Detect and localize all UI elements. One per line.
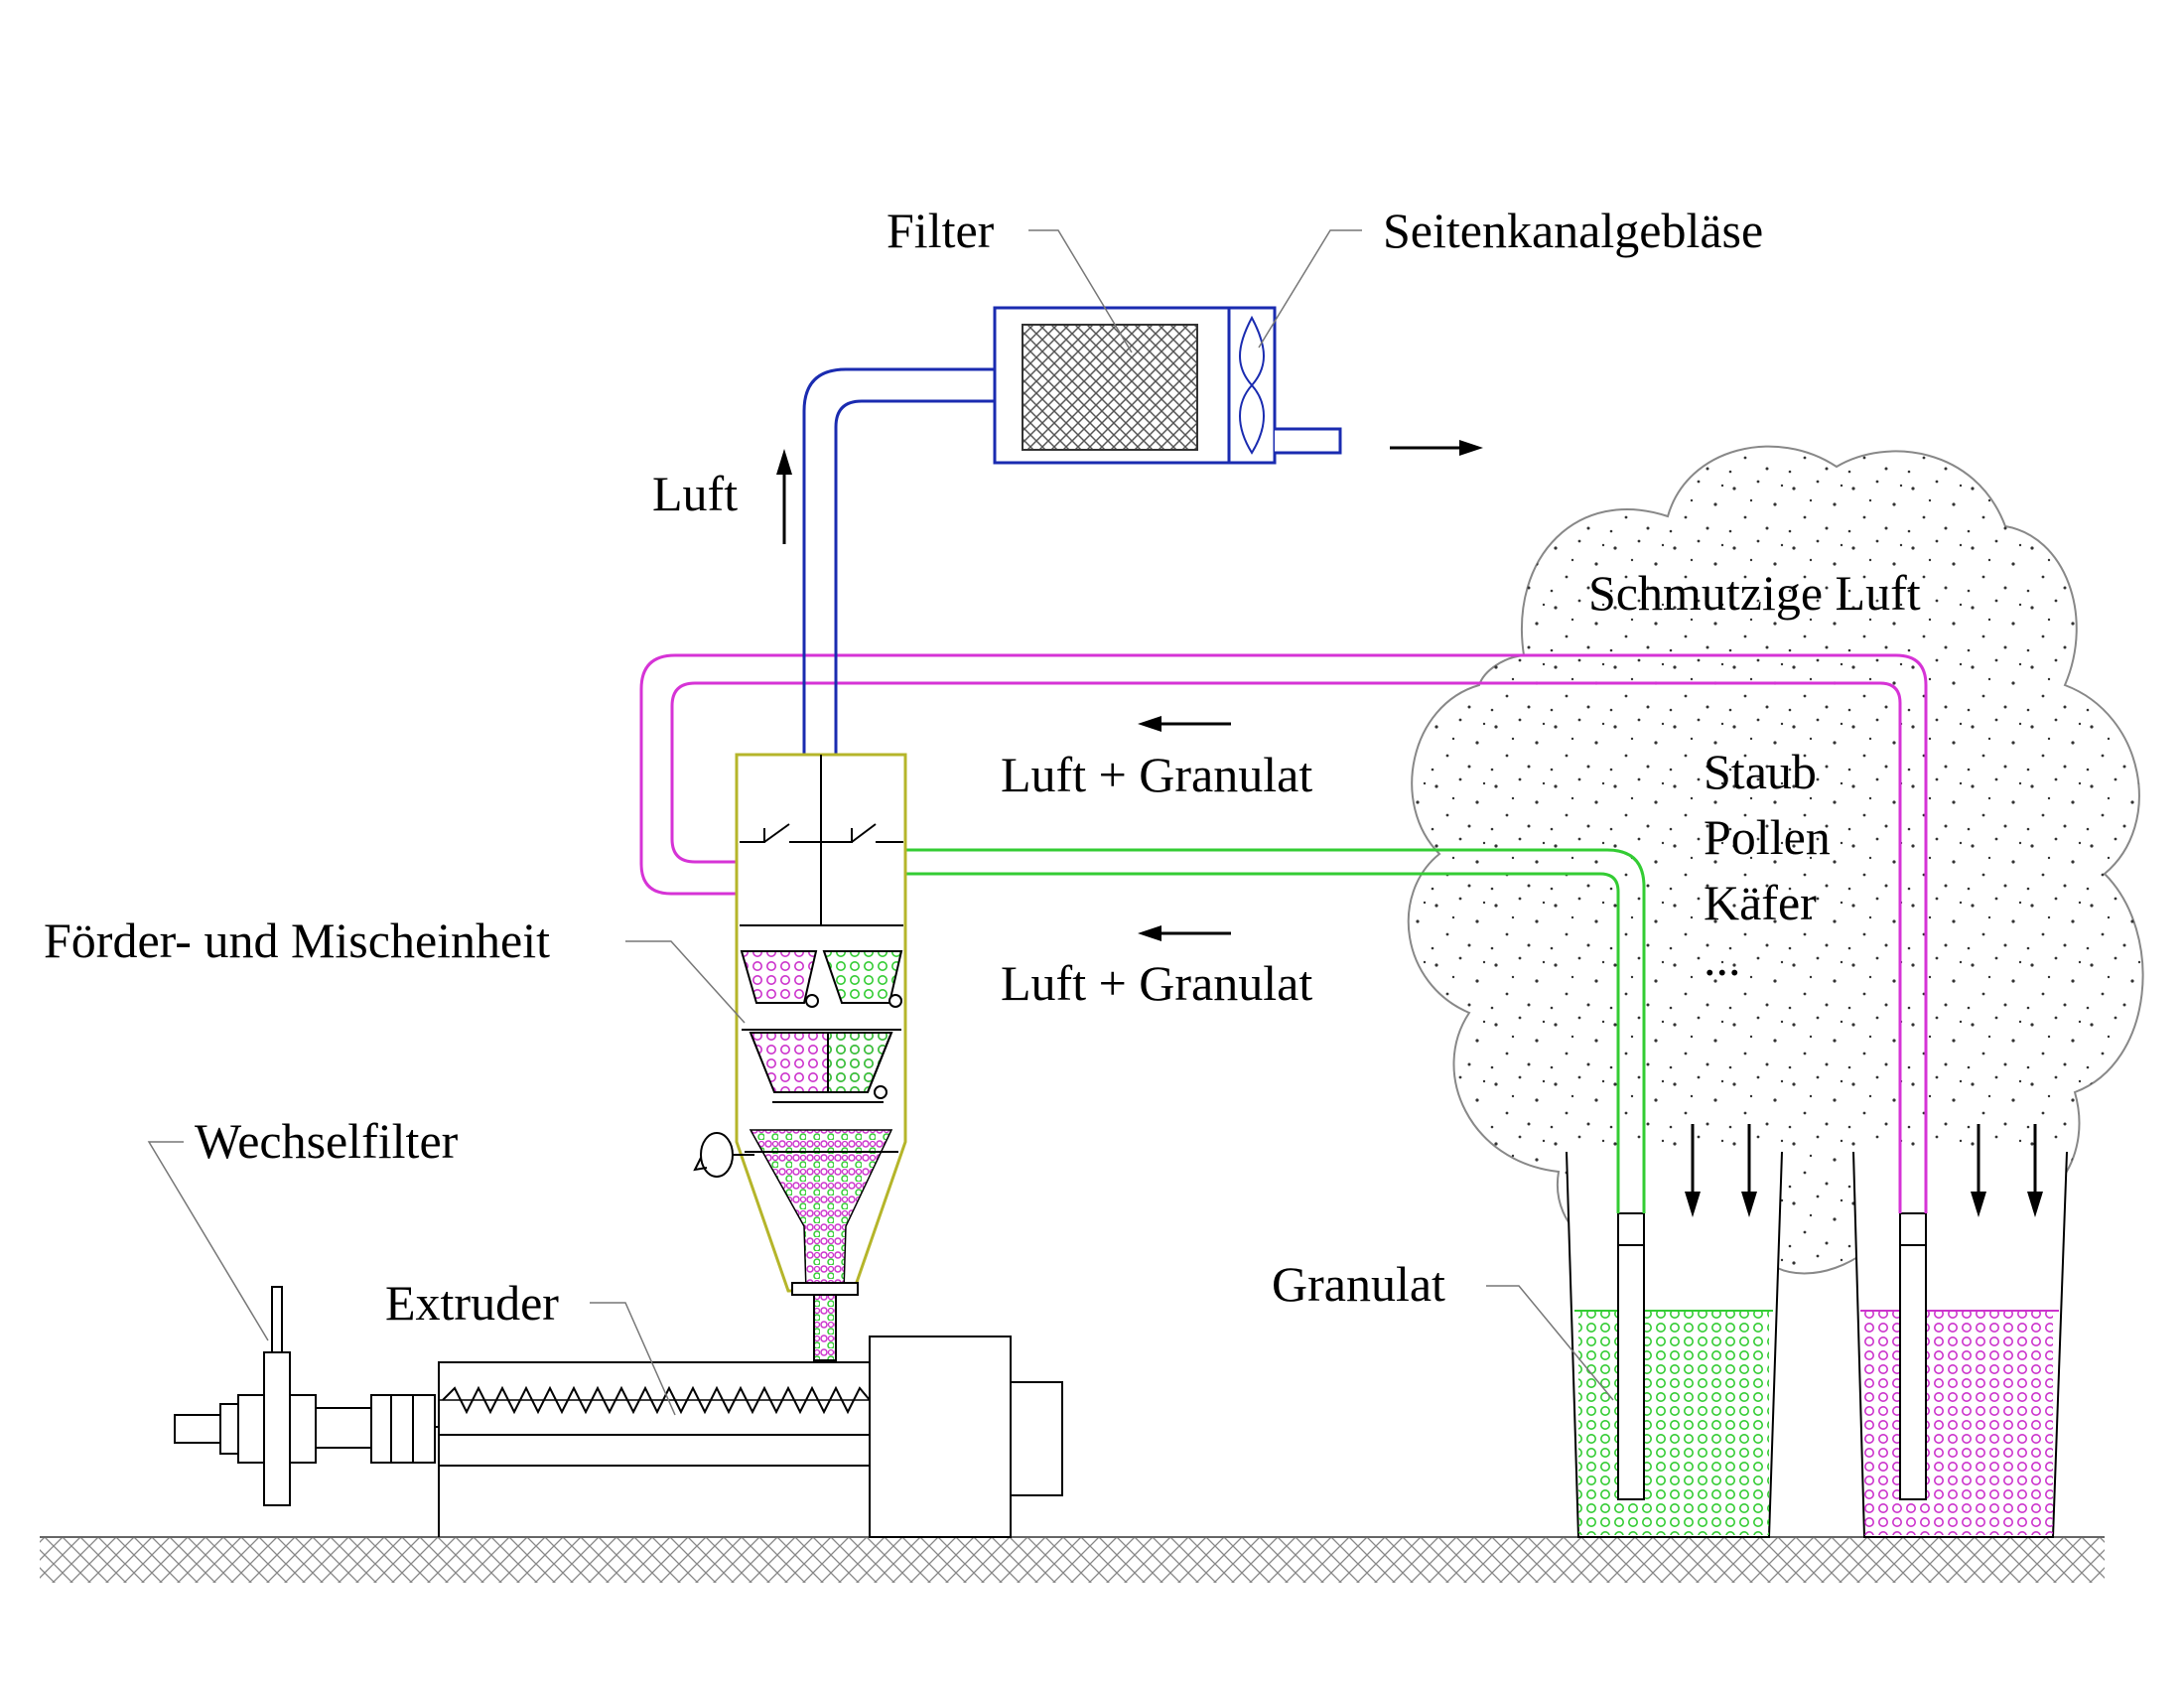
arrow-down-icon [2027,1124,2043,1217]
magenta-conveying-pipe [639,653,1928,1213]
arrow-right-icon [1390,440,1483,456]
rotation-icon [693,1132,754,1178]
arrow-left-icon [1138,716,1231,732]
air-granulate-top-label: Luft + Granulat [1001,747,1313,802]
contaminant-more: ... [1704,930,1741,986]
dirty-air-cloud [1407,445,2144,1275]
blower-label: Seitenkanalgebläse [1383,203,1764,258]
arrow-down-icon [1741,1124,1757,1217]
ground [40,1536,2105,1583]
air-pipe [802,367,995,755]
arrow-left-icon [1138,925,1231,941]
green-suction-lance [1617,1212,1645,1500]
extruder-screw [442,1385,871,1415]
granulate-label: Granulat [1272,1256,1445,1312]
extruder-label: Extruder [385,1275,559,1331]
magenta-suction-lance [1899,1212,1927,1500]
dirty-air-label: Schmutzige Luft [1588,565,1921,621]
conveying-unit-label: Förder- und Mischeinheit [44,913,551,968]
change-filter [174,1286,439,1506]
filter-label: Filter [887,203,995,258]
arrow-up-icon [776,449,792,544]
green-conveying-pipe [905,848,1646,1213]
fan-icon [1239,315,1265,455]
conveying-mixing-unit [693,753,907,1361]
contaminant-pollen: Pollen [1704,809,1831,865]
side-channel-blower [1227,306,1342,465]
contaminant-beetles: Käfer [1704,875,1817,930]
air-up-label: Luft [652,466,739,521]
arrow-down-icon [1971,1124,1986,1217]
arrow-down-icon [1685,1124,1701,1217]
contaminant-dust: Staub [1704,744,1817,799]
extruder [438,1336,1063,1538]
leader-lines [147,229,1614,1416]
change-filter-label: Wechselfilter [195,1113,459,1169]
filter-housing [993,306,1231,465]
air-granulate-bottom-label: Luft + Granulat [1001,955,1313,1011]
